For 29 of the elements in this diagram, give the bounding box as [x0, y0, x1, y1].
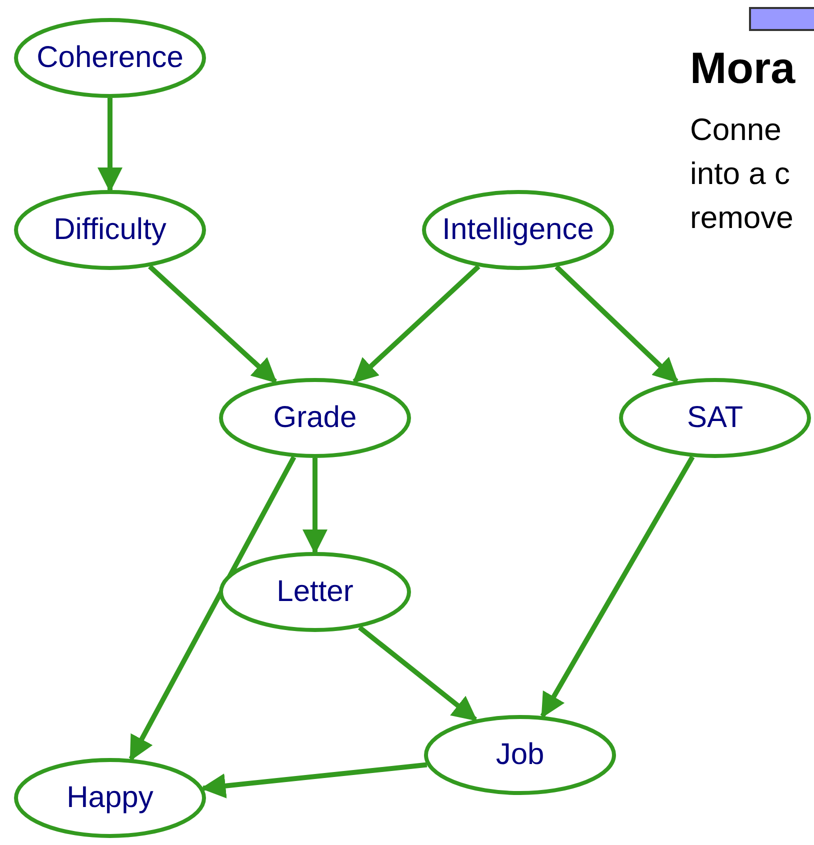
- arrow: [358, 625, 478, 722]
- node-label: Grade: [273, 401, 357, 435]
- ellipse-node: [14, 758, 206, 838]
- text-line: into a c: [690, 156, 790, 192]
- node-label: Happy: [66, 781, 154, 815]
- arrow: [128, 456, 296, 762]
- node-label: Coherence: [36, 41, 184, 75]
- node-label: Intelligence: [442, 213, 594, 247]
- ellipse-node: [619, 378, 811, 458]
- arrow: [148, 264, 278, 384]
- arrow: [554, 264, 678, 384]
- arrow: [200, 762, 428, 798]
- arrow: [98, 98, 122, 192]
- arrow: [302, 458, 328, 554]
- text-line: remove: [690, 200, 794, 236]
- node-label: Difficulty: [54, 213, 166, 247]
- node-label: SAT: [686, 401, 744, 435]
- node-label: Letter: [276, 575, 354, 609]
- arrow: [352, 264, 480, 384]
- text-line: Conne: [690, 112, 782, 148]
- heading: Mora: [690, 44, 796, 94]
- ellipse-node: [219, 552, 411, 632]
- ellipse-node: [14, 18, 206, 98]
- node-label: Job: [496, 738, 544, 772]
- ellipse-node: [219, 378, 411, 458]
- ellipse-node: [424, 715, 616, 795]
- arrow: [540, 456, 695, 718]
- ellipse-node: [422, 190, 614, 270]
- ellipse-node: [14, 190, 206, 270]
